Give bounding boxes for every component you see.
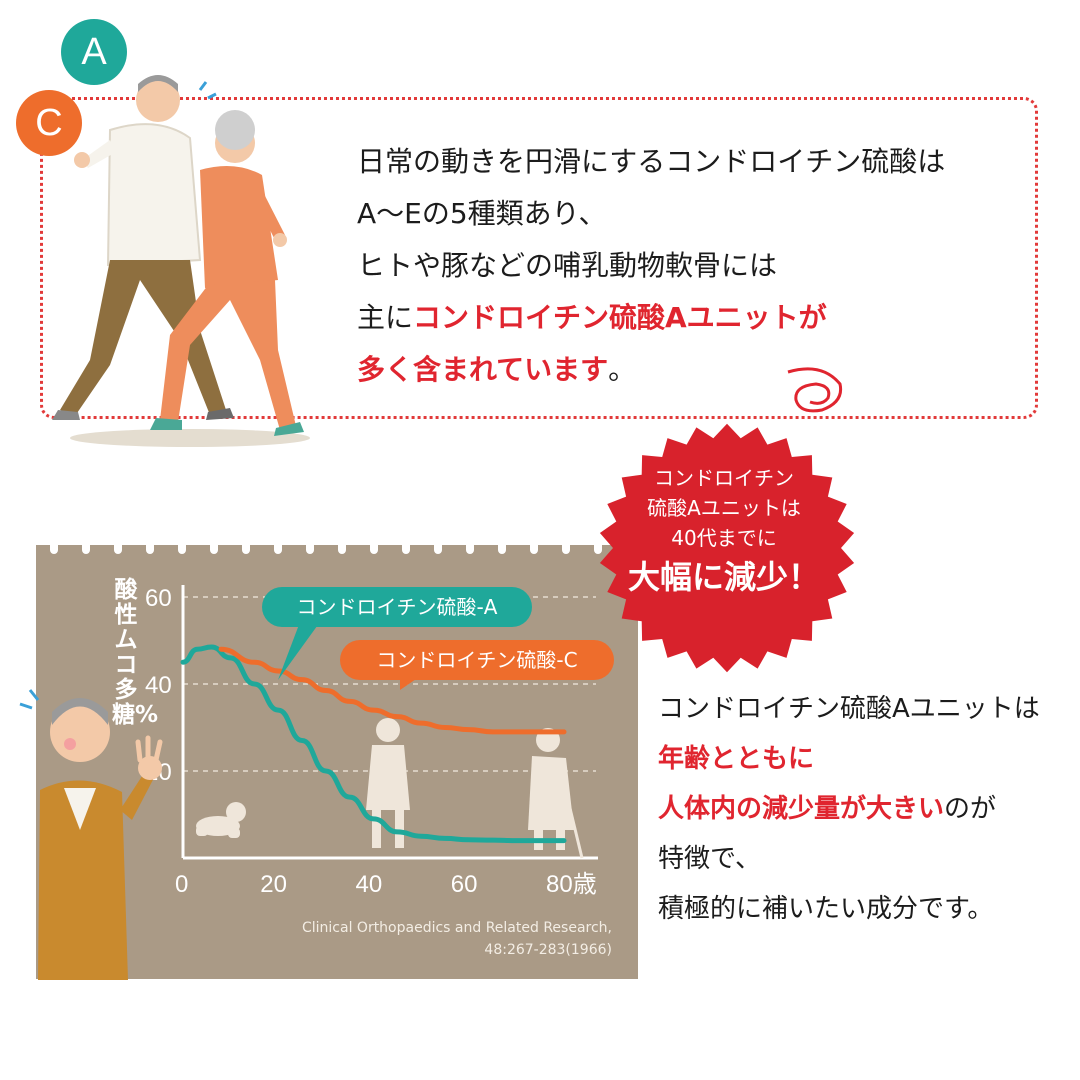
badge-a: A: [61, 19, 127, 85]
desc-line-4: 特徴で、: [658, 844, 761, 874]
intro-dotted-frame: [40, 97, 1038, 419]
intro-line-3: ヒトや豚などの哺乳動物軟骨には: [357, 249, 778, 282]
source-line-1: Clinical Orthopaedics and Related Resear…: [301, 920, 612, 936]
binding-ring: [146, 540, 154, 554]
x-tick-80: 80歳: [546, 871, 597, 898]
binding-ring: [594, 540, 602, 554]
intro-line-4-prefix: 主に: [357, 301, 414, 334]
binding-ring: [466, 540, 474, 554]
burst-text: コンドロイチン 硫酸Aユニットは 40代までに 大幅に減少！: [612, 463, 836, 601]
badge-c: C: [16, 90, 82, 156]
desc-line-3-highlight: 人体内の減少量が大きい: [658, 794, 945, 824]
description-text: コンドロイチン硫酸Aユニットは 年齢とともに 人体内の減少量が大きいのが 特徴で…: [658, 684, 1068, 934]
intro-text: 日常の動きを円滑にするコンドロイチン硫酸は A〜Eの5種類あり、 ヒトや豚などの…: [357, 136, 997, 396]
baby-icon: [196, 802, 246, 838]
binding-ring: [338, 540, 346, 554]
chart-source: Clinical Orthopaedics and Related Resear…: [220, 917, 612, 961]
binding-ring: [530, 540, 538, 554]
burst-line-3: 40代までに: [671, 526, 777, 550]
binding-ring: [82, 540, 90, 554]
source-line-2: 48:267-283(1966): [484, 942, 612, 958]
binding-ring: [402, 540, 410, 554]
adult-woman-icon: [366, 718, 410, 848]
burst-line-1: コンドロイチン: [654, 466, 794, 490]
binding-ring: [306, 540, 314, 554]
intro-line-5-highlight: 多く含まれています: [357, 353, 609, 386]
binding-ring: [562, 540, 570, 554]
burst-line-2: 硫酸Aユニットは: [647, 496, 801, 520]
burst-headline: 大幅に減少！: [627, 558, 820, 596]
y-tick-60: 60: [145, 585, 172, 612]
binding-ring: [434, 540, 442, 554]
binding-ring: [114, 540, 122, 554]
intro-line-2: A〜Eの5種類あり、: [357, 197, 607, 230]
desc-line-5: 積極的に補いたい成分です。: [658, 894, 994, 924]
legend-series-a: コンドロイチン硫酸-A: [262, 587, 532, 627]
pointer-a: [278, 622, 320, 680]
x-tick-20: 20: [260, 871, 287, 898]
intro-line-4-highlight: コンドロイチン硫酸Aユニットが: [413, 301, 827, 334]
intro-line-4: 主にコンドロイチン硫酸Aユニットが: [357, 292, 997, 344]
running-couple-illustration: [52, 75, 310, 447]
decrease-burst-badge: [599, 423, 855, 673]
chart-series: [180, 644, 567, 844]
series-line-a: [180, 644, 567, 844]
legend-series-c: コンドロイチン硫酸-C: [340, 640, 614, 680]
desc-line-2: 年齢とともに: [658, 744, 815, 774]
intro-line-5: 多く含まれています。: [357, 344, 997, 396]
age-silhouettes: [196, 718, 584, 859]
desc-line-1: コンドロイチン硫酸Aユニットは: [658, 694, 1040, 724]
intro-line-1: 日常の動きを円滑にするコンドロイチン硫酸は: [357, 145, 946, 178]
binding-ring: [498, 540, 506, 554]
intro-line-5-suffix: 。: [608, 353, 637, 386]
y-tick-40: 40: [145, 672, 172, 699]
binding-ring: [210, 540, 218, 554]
desc-line-3: 人体内の減少量が大きいのが: [658, 784, 1068, 834]
x-tick-60: 60: [451, 871, 478, 898]
binding-ring: [178, 540, 186, 554]
scribble-icon: [787, 367, 843, 413]
x-tick-40: 40: [356, 871, 383, 898]
binding-ring: [50, 540, 58, 554]
desc-line-3-suffix: のが: [944, 794, 997, 824]
chart-axes: [181, 585, 598, 860]
binding-ring: [274, 540, 282, 554]
binding-ring: [370, 540, 378, 554]
chart-ticks: 204060020406080歳: [145, 585, 597, 898]
x-tick-0: 0: [175, 871, 188, 898]
binding-ring: [242, 540, 250, 554]
worried-man-illustration: [19, 689, 163, 980]
series-line-c: [218, 646, 567, 735]
